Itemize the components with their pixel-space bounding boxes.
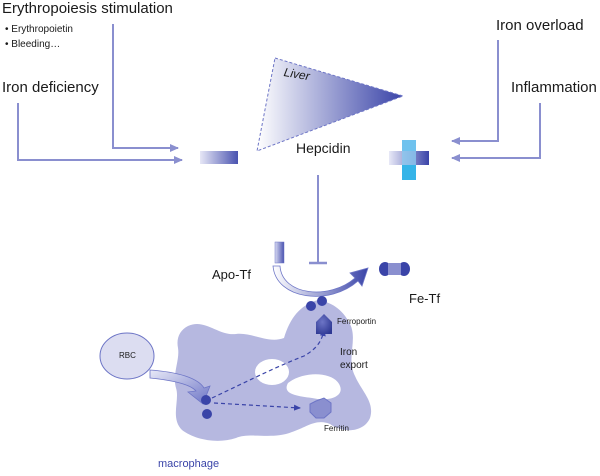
apo-tf-shape (274, 241, 285, 264)
iron-export-label-line1: Iron (340, 347, 358, 358)
exported-iron-dot (306, 301, 316, 311)
iron-dot (202, 409, 212, 419)
rbc-phagocytosis-arrow (149, 369, 211, 405)
iron-overload-arrow (451, 40, 499, 145)
iron-deficiency-label: Iron deficiency (2, 79, 99, 96)
ferroportin-label: Ferroportin (337, 317, 377, 326)
liver-shape (256, 57, 405, 152)
macrophage-label: macrophage (158, 458, 220, 470)
erythropoiesis-label: Erythropoiesis stimulation (2, 0, 173, 17)
erythropoietin-bullet: • Erythropoietin (5, 24, 73, 35)
iron-export-label-line2: export (340, 360, 368, 371)
transferrin-loading-arrow (272, 265, 369, 297)
iron-deficiency-arrow (17, 103, 183, 164)
exported-iron-dot (317, 296, 327, 306)
rbc-label: RBC (119, 351, 136, 360)
apo-tf-label: Apo-Tf (212, 267, 252, 282)
ferritin-label: Ferritin (324, 424, 349, 433)
plus-sign (389, 140, 429, 180)
iron-overload-label: Iron overload (496, 17, 584, 34)
macrophage-vacuole (255, 359, 289, 385)
iron-dot (201, 395, 211, 405)
ferroportin-shape (316, 314, 332, 334)
inflammation-arrow (451, 103, 541, 162)
ferritin-shape (309, 397, 332, 419)
rbc-cell (99, 332, 155, 380)
bleeding-text: Bleeding… (11, 39, 61, 50)
macrophage-vacuole (286, 374, 341, 400)
minus-sign (200, 151, 238, 164)
iron-to-ferroportin-path (211, 329, 326, 399)
iron-to-ferritin-path (213, 402, 301, 411)
inflammation-label: Inflammation (511, 79, 597, 96)
erythropoietin-text: Erythropoietin (11, 24, 73, 35)
hepcidin-label: Hepcidin (296, 140, 351, 156)
fe-tf-shape (379, 262, 410, 276)
bleeding-bullet: • Bleeding… (5, 39, 61, 50)
erythropoiesis-arrow (112, 24, 179, 152)
fe-tf-label: Fe-Tf (409, 291, 441, 306)
